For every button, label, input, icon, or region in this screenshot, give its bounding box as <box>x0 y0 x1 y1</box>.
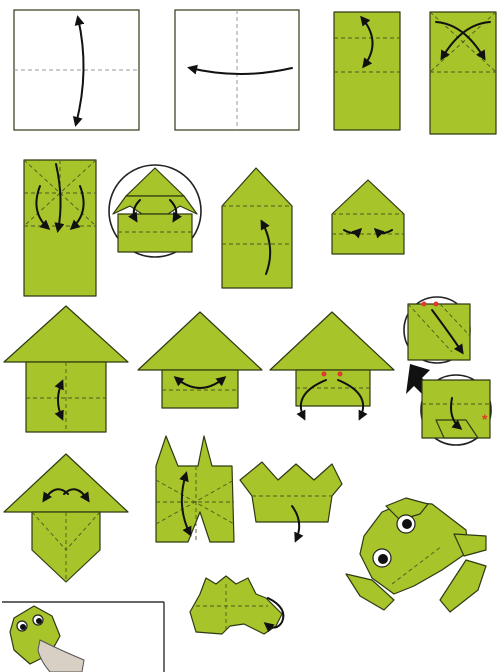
step-12-detail-circles: * <box>404 297 491 445</box>
step-17-frog-back <box>190 576 283 634</box>
step-1-square-vertical-fold <box>14 10 139 130</box>
step-9-triangle-body <box>4 306 128 432</box>
step-2-square-horizontal-fold <box>175 10 299 130</box>
finger-icon <box>2 602 164 672</box>
step-5-waterbomb-collapse <box>24 160 96 296</box>
step-7-house-fold-up <box>222 168 292 288</box>
step-14-creased-body <box>156 436 234 542</box>
step-8-small-house <box>332 180 404 254</box>
step-11-pleat-legs <box>270 312 394 418</box>
step-13-fold-front-legs <box>4 454 128 582</box>
step-6-detail-circle <box>109 165 201 257</box>
step-10-fold-sides <box>138 312 262 408</box>
svg-text:*: * <box>482 411 488 427</box>
step-15-crown-fold-down <box>240 462 342 540</box>
step-3-rectangle-fold-down <box>334 12 400 130</box>
step-4-rectangle-diagonal-folds <box>430 12 496 134</box>
origami-frog-icon <box>346 498 486 612</box>
